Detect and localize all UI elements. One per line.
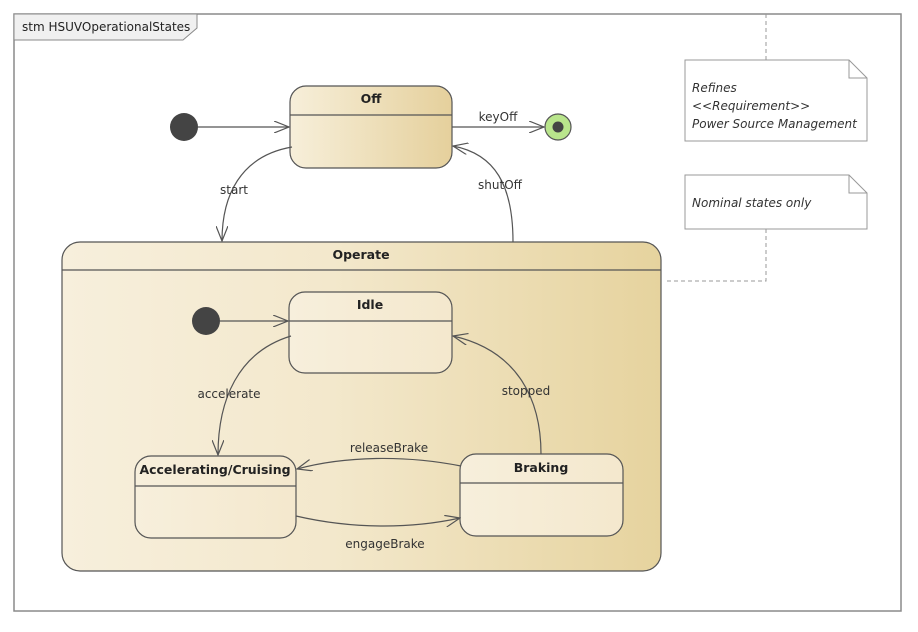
label-stopped: stopped: [502, 384, 551, 398]
label-release-brake: releaseBrake: [350, 441, 428, 455]
transition-release-brake[interactable]: [297, 457, 462, 469]
transition-engage-brake[interactable]: [295, 516, 460, 526]
label-start: start: [220, 183, 248, 197]
state-idle-name: Idle: [357, 297, 383, 312]
transition-start[interactable]: [222, 146, 293, 241]
note-nominal-text: Nominal states only: [692, 196, 812, 210]
state-operate-name: Operate: [332, 247, 389, 262]
frame-label: stm HSUVOperationalStates: [22, 20, 190, 34]
initial-node-operate[interactable]: [192, 307, 220, 335]
label-engage-brake: engageBrake: [345, 537, 424, 551]
state-accelerating[interactable]: Accelerating/Cruising: [134, 455, 297, 539]
state-idle[interactable]: Idle: [288, 291, 453, 374]
note-anchor-nominal: [664, 229, 767, 282]
state-off[interactable]: Off: [289, 85, 453, 169]
transition-stopped[interactable]: [453, 336, 542, 455]
label-keyoff: keyOff: [479, 110, 518, 124]
final-node[interactable]: [544, 113, 572, 141]
note-nominal[interactable]: Nominal states only: [684, 174, 868, 230]
initial-node-top[interactable]: [170, 113, 198, 141]
state-braking-name: Braking: [514, 460, 569, 475]
state-off-name: Off: [361, 91, 383, 106]
note-refines-line2: <<Requirement>>: [692, 99, 810, 113]
state-accelerating-name: Accelerating/Cruising: [139, 462, 290, 477]
transition-accelerate[interactable]: [218, 335, 292, 455]
label-accelerate: accelerate: [197, 387, 260, 401]
note-refines-line3: Power Source Management: [692, 117, 858, 131]
state-braking[interactable]: Braking: [459, 453, 624, 537]
note-refines-line1: Refines: [692, 81, 737, 95]
note-refines[interactable]: Refines <<Requirement>> Power Source Man…: [684, 59, 868, 142]
label-shutoff: shutOff: [478, 178, 523, 192]
transition-shutoff[interactable]: [453, 146, 514, 243]
frame-tab: [13, 13, 198, 41]
